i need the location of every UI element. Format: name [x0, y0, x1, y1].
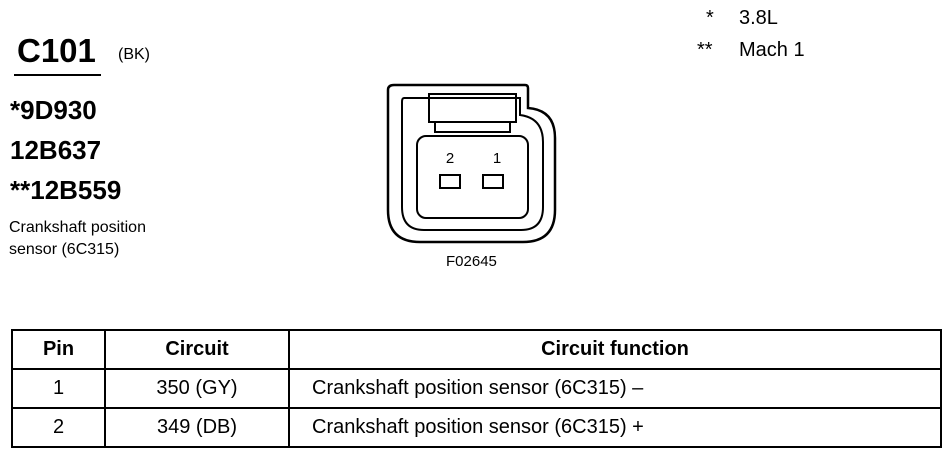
component-description-line-2: sensor (6C315) — [9, 241, 120, 258]
cell-pin: 1 — [11, 368, 106, 409]
header-circuit-function: Circuit function — [288, 329, 942, 370]
part-number-3: **12B559 — [10, 175, 122, 205]
table-row: 2 349 (DB) Crankshaft position sensor (6… — [11, 407, 942, 448]
pin-terminal-2 — [439, 174, 461, 189]
connector-id-underline — [14, 74, 101, 76]
cell-circuit: 350 (GY) — [104, 368, 290, 409]
connector-face-diagram: 2 1 — [386, 83, 557, 244]
cell-pin: 2 — [11, 407, 106, 448]
connector-color-code: (BK) — [118, 46, 150, 63]
pin-circuit-table: Pin Circuit Circuit function 1 350 (GY) … — [11, 329, 942, 448]
cell-circuit: 349 (DB) — [104, 407, 290, 448]
connector-id: C101 — [17, 32, 96, 69]
connector-pin-cavity — [416, 135, 529, 219]
note-2-mark: ** — [697, 39, 713, 61]
table-header-row: Pin Circuit Circuit function — [11, 329, 942, 370]
cell-circuit-function: Crankshaft position sensor (6C315) – — [288, 368, 942, 409]
connector-inner-housing — [401, 97, 544, 231]
part-number-2: 12B637 — [10, 135, 102, 165]
pin-label-2: 2 — [446, 150, 454, 167]
header-circuit: Circuit — [104, 329, 290, 370]
connector-latch-tab — [434, 121, 511, 133]
pin-label-1: 1 — [493, 150, 501, 167]
note-1-mark: * — [706, 7, 714, 29]
figure-code: F02645 — [446, 253, 497, 270]
note-1-text: 3.8L — [739, 7, 778, 29]
note-2-text: Mach 1 — [739, 39, 805, 61]
connector-outer-housing — [386, 83, 557, 244]
header-pin: Pin — [11, 329, 106, 370]
part-number-1: *9D930 — [10, 95, 97, 125]
component-description-line-1: Crankshaft position — [9, 219, 146, 236]
cell-circuit-function: Crankshaft position sensor (6C315) + — [288, 407, 942, 448]
pin-terminal-1 — [482, 174, 504, 189]
table-row: 1 350 (GY) Crankshaft position sensor (6… — [11, 368, 942, 409]
